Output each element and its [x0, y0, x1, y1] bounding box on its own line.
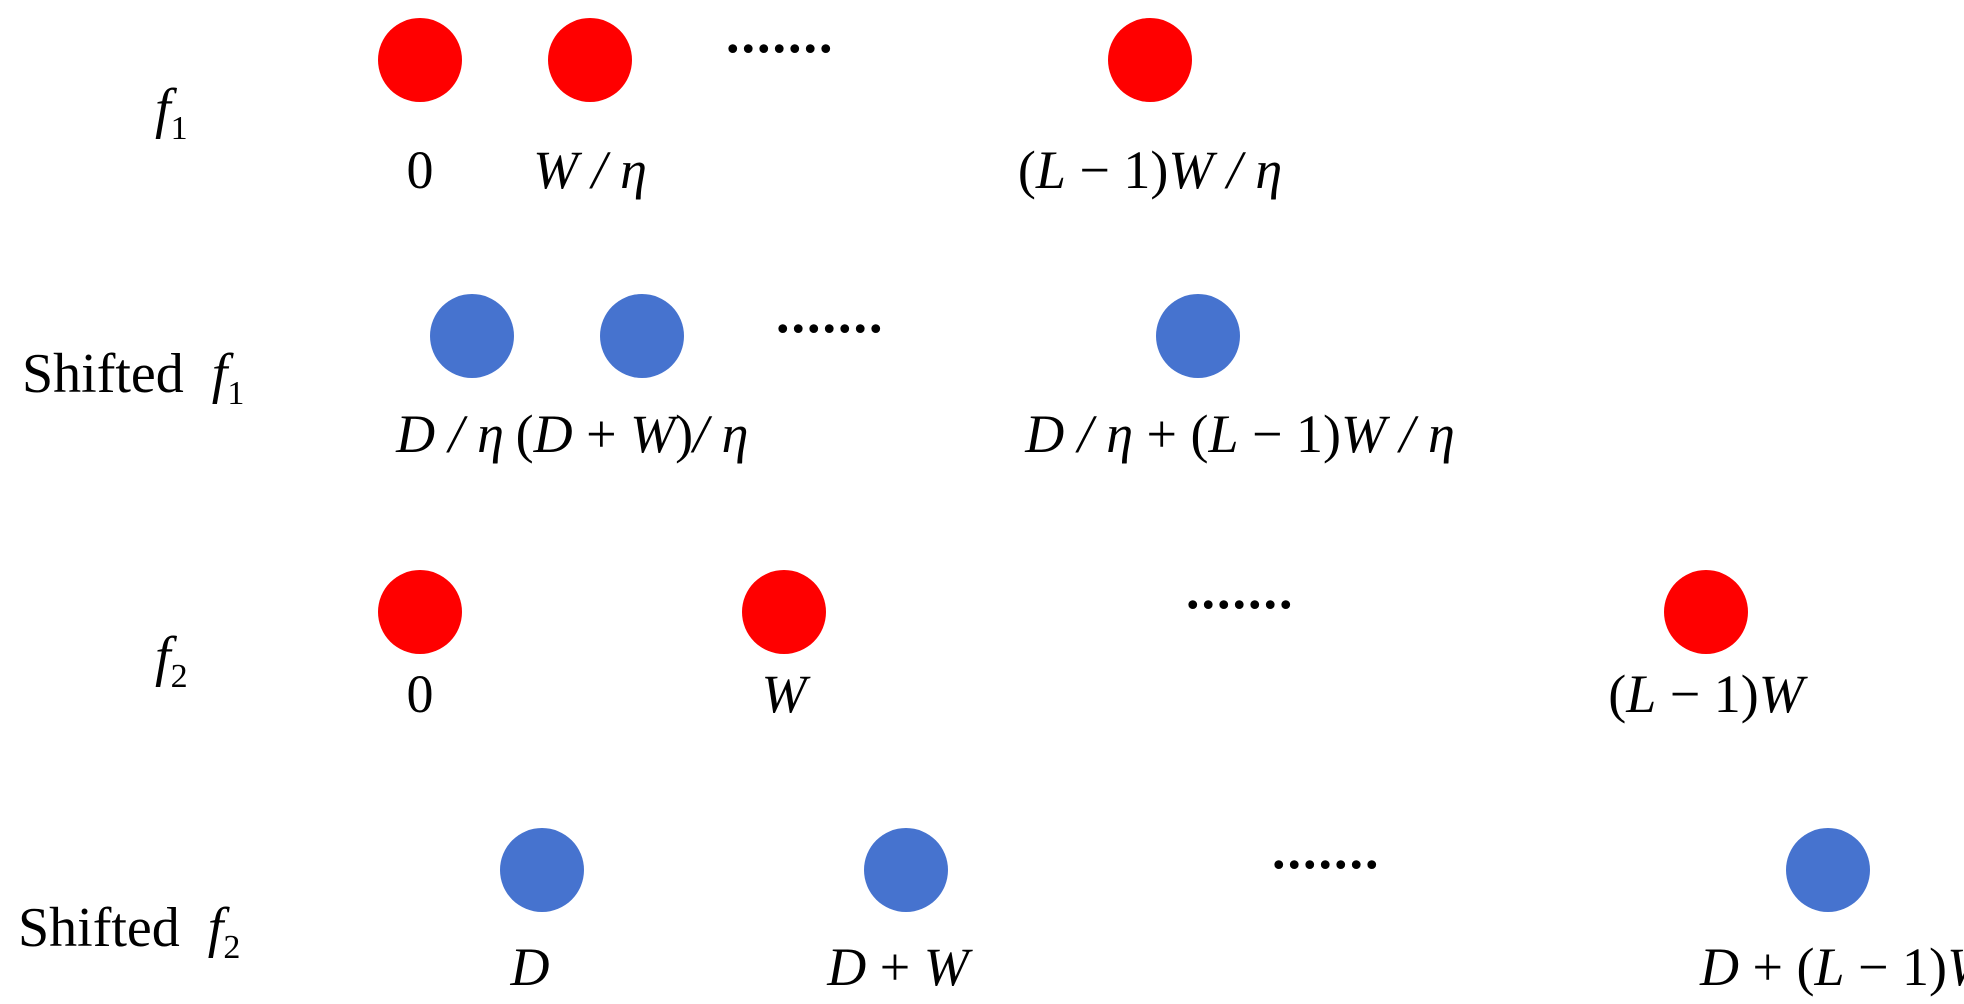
position-label-2: W / η	[533, 140, 647, 200]
position-label-part: + (	[1739, 937, 1814, 997]
position-label-part: W / η	[1341, 404, 1455, 464]
sample-dot-1	[430, 294, 514, 378]
position-label-part: W	[762, 664, 812, 724]
sample-dot-2	[742, 570, 826, 654]
position-label-1: D / η	[395, 404, 504, 464]
position-label-part: L	[1035, 140, 1066, 200]
sample-dot-1	[500, 828, 584, 912]
position-label-part: W	[1947, 937, 1964, 997]
position-label-3: D / η + (L − 1)W / η	[1024, 404, 1455, 464]
position-label-3: (L − 1)W / η	[1018, 140, 1282, 200]
row-label-shifted-f1: Shifted f1	[22, 343, 244, 412]
position-label-part: − 1)	[1066, 140, 1168, 200]
row-label-sub: 2	[223, 929, 240, 966]
position-label-part: +	[573, 404, 630, 464]
position-label-part: +	[866, 937, 923, 997]
position-label-part: W	[924, 937, 974, 997]
position-label-part: D	[826, 937, 866, 997]
sample-dot-1	[378, 570, 462, 654]
ellipsis: .......	[1186, 560, 1295, 620]
position-label-part: + (	[1133, 404, 1208, 464]
position-label-part: / η	[690, 404, 748, 464]
position-label-part: L	[1625, 664, 1656, 724]
row-label-f2: f2	[155, 626, 188, 695]
row-label-sub: 1	[227, 375, 244, 412]
sample-dot-1	[378, 18, 462, 102]
position-label-part: D	[1699, 937, 1739, 997]
position-label-3: D + (L − 1)W	[1699, 937, 1964, 997]
position-label-part: W	[630, 404, 680, 464]
ellipsis: .......	[776, 284, 885, 344]
sample-dot-2	[600, 294, 684, 378]
ellipsis: .......	[1272, 820, 1381, 880]
position-label-part: − 1)	[1656, 664, 1758, 724]
sample-dot-3	[1108, 18, 1192, 102]
row-label-prefix: Shifted	[22, 343, 212, 405]
sample-dot-2	[864, 828, 948, 912]
position-label-2: (D + W)/ η	[516, 404, 749, 464]
position-label-1: D	[510, 937, 550, 997]
position-label-part: W / η	[533, 140, 647, 200]
row-label-sub: 2	[171, 658, 188, 695]
row-label-sub: 1	[171, 110, 188, 147]
position-label-part: − 1)	[1239, 404, 1341, 464]
position-label-part: D / η	[395, 404, 504, 464]
position-label-part: − 1)	[1845, 937, 1947, 997]
sample-dot-2	[548, 18, 632, 102]
position-label-part: (	[1018, 140, 1036, 200]
position-label-part: )	[675, 404, 693, 464]
position-label-2: W	[762, 664, 812, 724]
row-label-f1: f1	[155, 78, 188, 147]
position-label-part: (	[1608, 664, 1626, 724]
sample-dot-3	[1664, 570, 1748, 654]
sample-dot-3	[1156, 294, 1240, 378]
position-label-1: 0	[407, 140, 434, 200]
row-shifted-f2: Shifted f2.......DD + WD + (L − 1)W	[18, 820, 1964, 997]
position-label-part: L	[1207, 404, 1238, 464]
row-label-prefix: Shifted	[18, 897, 208, 959]
sample-dot-3	[1786, 828, 1870, 912]
ellipsis: .......	[726, 4, 835, 64]
position-label-part: 0	[407, 140, 434, 200]
position-label-part: W / η	[1168, 140, 1282, 200]
position-label-part: D / η	[1024, 404, 1133, 464]
position-label-1: 0	[407, 664, 434, 724]
position-label-2: D + W	[826, 937, 973, 997]
row-label-shifted-f2: Shifted f2	[18, 897, 240, 966]
position-label-3: (L − 1)W	[1608, 664, 1808, 724]
position-label-part: D	[510, 937, 550, 997]
position-label-part: 0	[407, 664, 434, 724]
position-label-part: W	[1759, 664, 1809, 724]
position-label-part: D	[533, 404, 573, 464]
position-label-part: L	[1813, 937, 1844, 997]
position-label-part: (	[516, 404, 534, 464]
